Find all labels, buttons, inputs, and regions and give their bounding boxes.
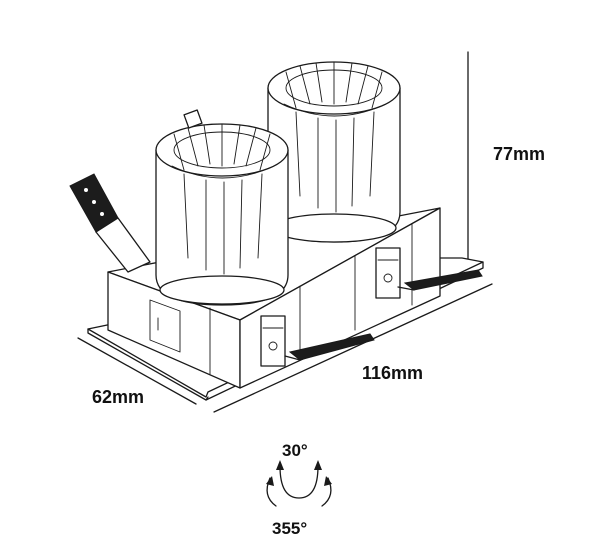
light-module-front [155, 109, 289, 306]
module-rear-fin-ring [283, 103, 387, 117]
rotate-angle-label: 355° [272, 519, 307, 538]
tilt-arc [279, 465, 319, 499]
module-front-tab [183, 109, 203, 129]
width-dimension-line [77, 337, 197, 405]
bracket-hole-2 [92, 200, 96, 204]
mounting-clip-front [260, 315, 286, 367]
spring-clip-rear [397, 269, 483, 291]
width-dimension: 62mm [77, 337, 197, 407]
bracket-hole-3 [100, 212, 104, 216]
length-label: 116mm [362, 363, 423, 383]
module-front-grooves [183, 173, 263, 275]
mounting-clip-rear [375, 247, 401, 299]
clip-front-body [260, 315, 286, 367]
spring-clip-rear-blade [403, 269, 483, 291]
clip-rear-body [375, 247, 401, 299]
rotate-arrow-right [324, 476, 332, 486]
spring-clip-rear-arm [397, 286, 415, 291]
light-module-rear [267, 61, 401, 243]
connector-bracket-arm [95, 217, 151, 273]
spring-clip-front-arm [284, 355, 301, 361]
connector-bracket [69, 173, 151, 273]
module-front-fins [173, 123, 271, 171]
width-label: 62mm [92, 387, 144, 407]
length-dimension-line [213, 283, 493, 413]
clip-front-screw [268, 341, 278, 351]
tilt-angle-label: 30° [282, 441, 308, 460]
housing-side-slot [149, 299, 181, 353]
module-front-base-ring [159, 275, 285, 305]
trim-plate-edge-left [87, 328, 209, 401]
rotate-arrow-left [266, 476, 274, 486]
height-dimension: 77mm [467, 51, 545, 263]
module-front-fin-ring [171, 165, 275, 179]
length-dimension: 116mm [213, 283, 493, 413]
clip-rear-screw [383, 273, 393, 283]
tilt-arrow-left [276, 460, 284, 470]
tilt-arrow-right [314, 460, 322, 470]
spring-clip-front [284, 333, 375, 361]
height-label: 77mm [493, 144, 545, 164]
module-rear-grooves [295, 111, 375, 213]
rotation-indicator: 30° 355° [266, 441, 332, 538]
bracket-hole-1 [84, 188, 88, 192]
module-rear-fins [285, 61, 383, 109]
module-rear-base-ring [271, 213, 397, 243]
spring-clip-front-blade [288, 333, 375, 361]
